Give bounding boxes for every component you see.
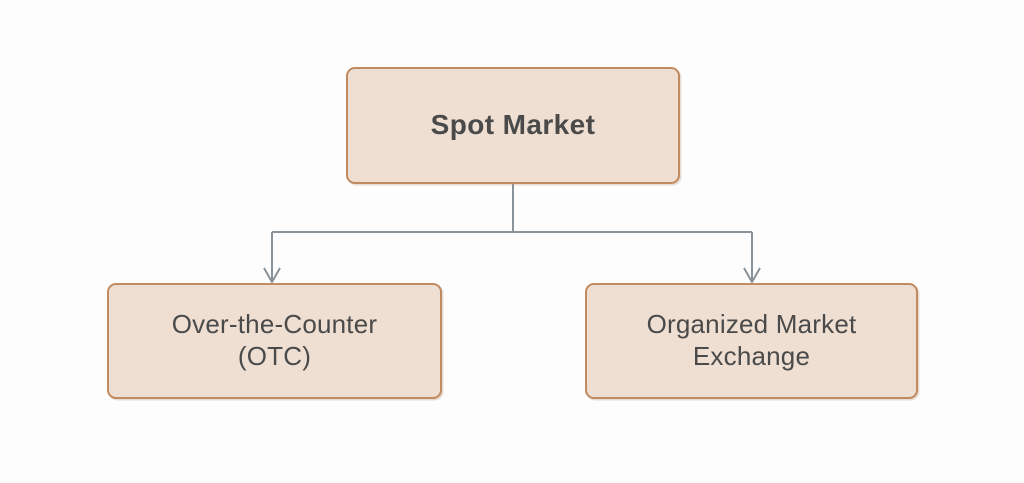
arrowhead-left-icon	[263, 267, 281, 285]
node-spot-market[interactable]: Spot Market	[346, 67, 680, 184]
node-organized-market-exchange-label: Organized Market Exchange	[646, 309, 857, 371]
node-organized-market-exchange[interactable]: Organized Market Exchange	[585, 283, 918, 399]
node-over-the-counter[interactable]: Over-the-Counter (OTC)	[107, 283, 442, 399]
arrowhead-right-icon	[743, 267, 761, 285]
arrowhead-group	[263, 267, 761, 285]
edge-root-to-children	[271, 184, 753, 281]
node-spot-market-label: Spot Market	[430, 109, 596, 141]
node-over-the-counter-label: Over-the-Counter (OTC)	[171, 309, 378, 371]
